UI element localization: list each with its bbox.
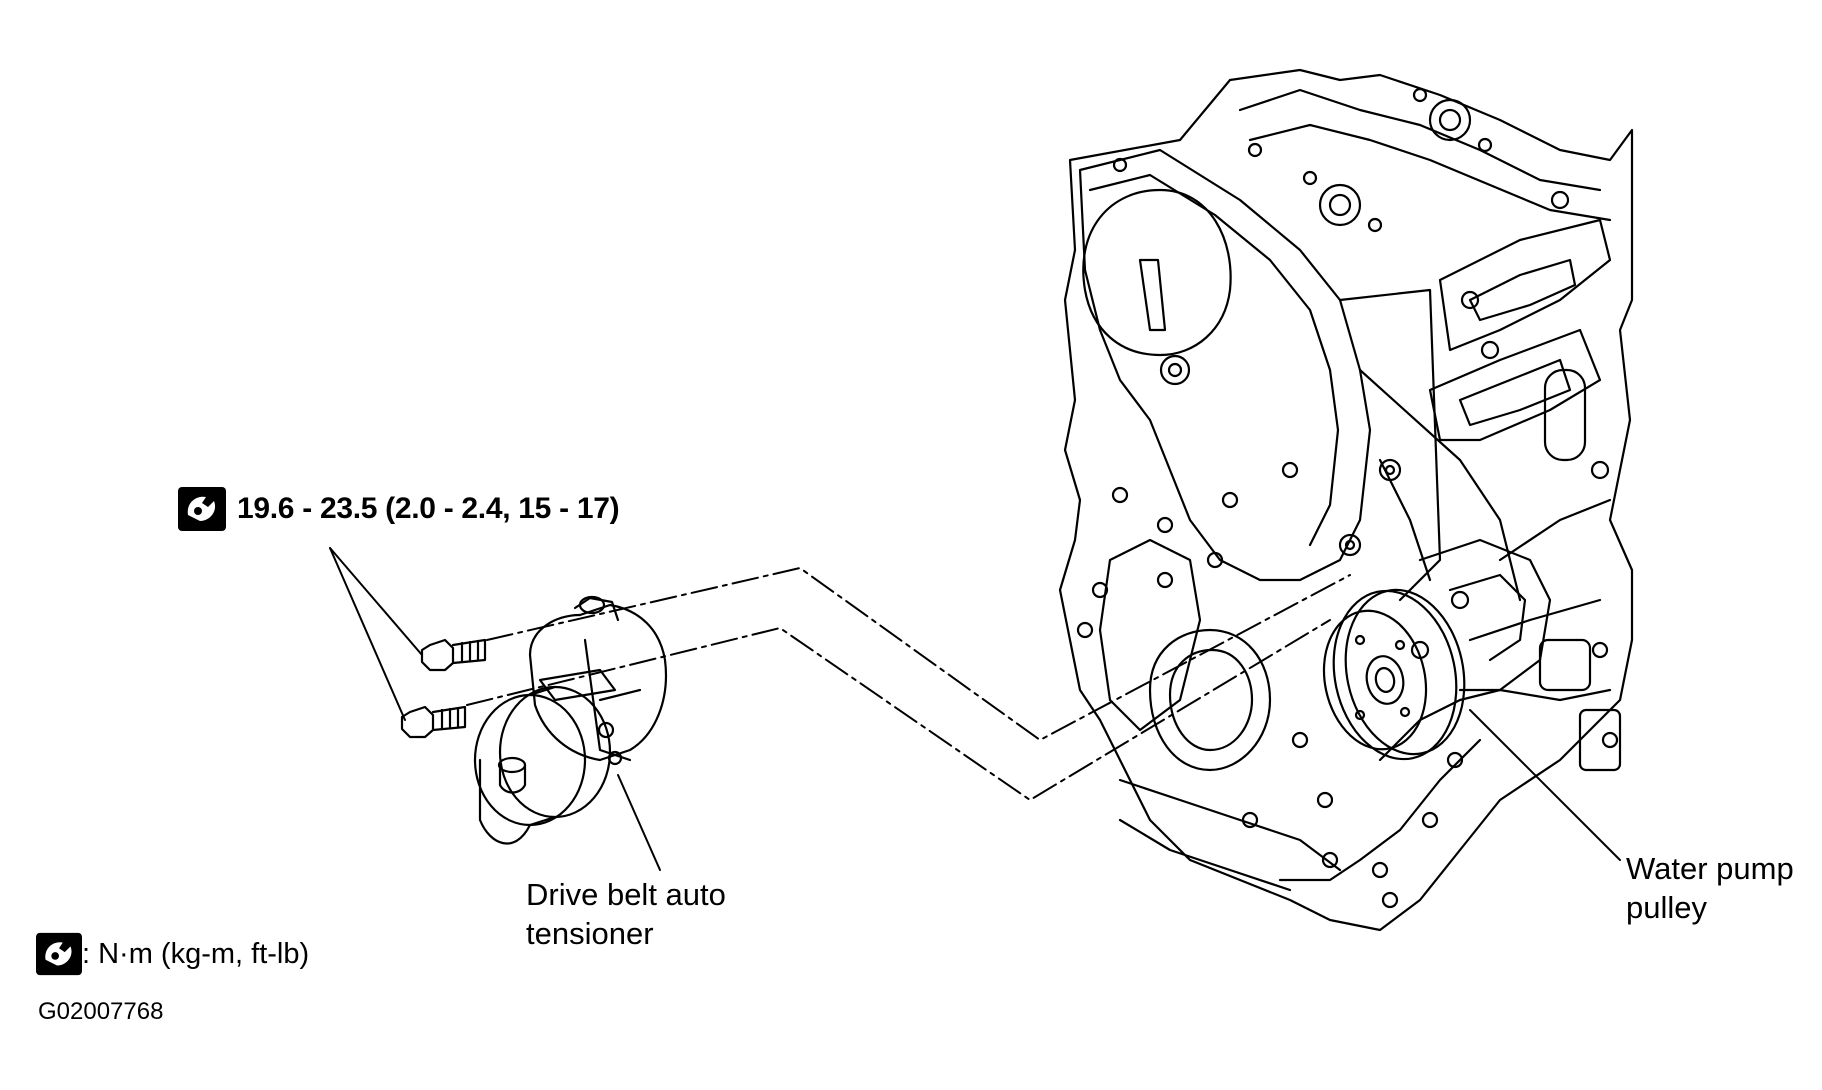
figure-code: G02007768 <box>38 998 164 1025</box>
pump-label-line2: pulley <box>1626 889 1707 925</box>
units-legend: : N·m (kg-m, ft-lb) <box>82 938 310 970</box>
water-pump-pulley-label: Water pump pulley <box>1626 850 1794 928</box>
mounting-bolt-lower <box>400 705 467 739</box>
mounting-bolt-upper <box>420 638 487 672</box>
drive-belt-auto-tensioner <box>473 595 667 845</box>
engine-block <box>1058 68 1634 932</box>
legend-torque-wrench-icon <box>36 932 82 976</box>
tensioner-label-line2: tensioner <box>526 915 654 951</box>
tensioner-label-line1: Drive belt auto <box>526 877 726 912</box>
leader-lines <box>329 547 1621 871</box>
pump-label-line1: Water pump <box>1626 851 1794 886</box>
tensioner-label: Drive belt auto tensioner <box>526 876 726 954</box>
bolt-alignment-lines <box>466 567 1351 801</box>
water-pump-pulley <box>1322 588 1466 761</box>
torque-spec-label: 19.6 - 23.5 (2.0 - 2.4, 15 - 17) <box>237 492 620 525</box>
torque-wrench-icon <box>178 487 226 531</box>
